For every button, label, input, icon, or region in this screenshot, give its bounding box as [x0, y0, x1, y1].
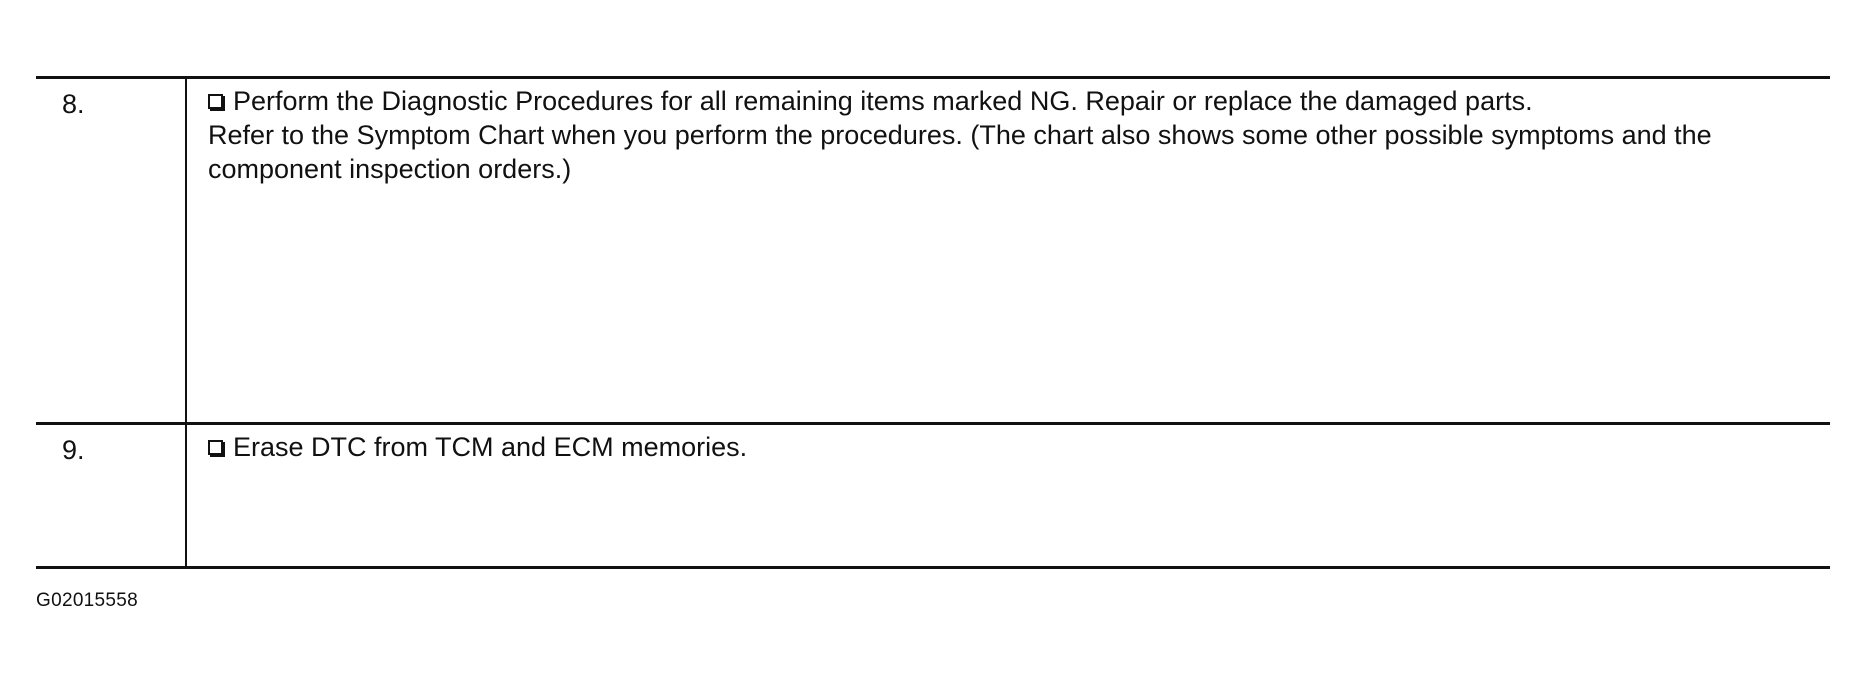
table-row: 9. Erase DTC from TCM and ECM memories.: [36, 423, 1830, 568]
step-instruction-text: Erase DTC from TCM and ECM memories.: [233, 432, 748, 462]
checkbox-icon: [208, 94, 223, 109]
step-number: 8.: [36, 77, 187, 424]
table-row: 8. Perform the Diagnostic Procedures for…: [36, 77, 1830, 424]
step-instruction-text: Perform the Diagnostic Procedures for al…: [233, 86, 1533, 116]
procedure-table: 8. Perform the Diagnostic Procedures for…: [36, 76, 1830, 569]
step-instruction: Erase DTC from TCM and ECM memories.: [208, 430, 1830, 464]
checkbox-icon: [208, 440, 223, 455]
step-description: Erase DTC from TCM and ECM memories.: [186, 424, 1830, 568]
step-note: Refer to the Symptom Chart when you perf…: [208, 120, 1712, 184]
step-number: 9.: [36, 423, 187, 568]
figure-id: G02015558: [36, 590, 139, 611]
step-description: Perform the Diagnostic Procedures for al…: [186, 78, 1830, 424]
step-instruction: Perform the Diagnostic Procedures for al…: [208, 84, 1830, 118]
